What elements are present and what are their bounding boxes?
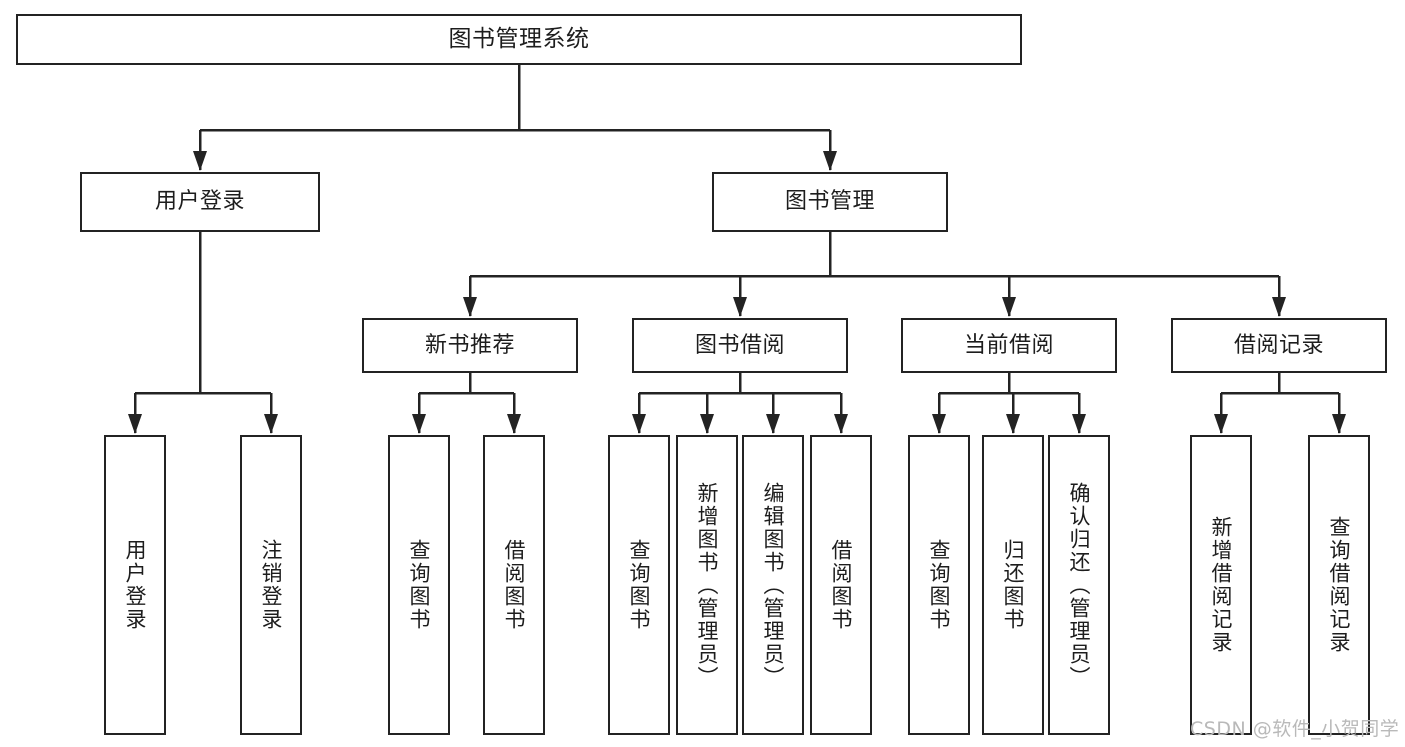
node-label: 新增借阅记录 (1209, 516, 1234, 654)
node-label: 归还图书 (1001, 539, 1026, 631)
node-leaf_add_record[interactable]: 新增借阅记录 (1190, 435, 1252, 735)
node-label: 查询图书 (927, 539, 952, 631)
node-label: 查询借阅记录 (1327, 516, 1352, 654)
node-label: 图书管理 (784, 189, 875, 215)
node-label: 编辑图书（管理员） (761, 481, 786, 689)
node-label: 确认归还（管理员） (1067, 481, 1092, 689)
node-leaf_add_book[interactable]: 新增图书（管理员） (676, 435, 738, 735)
node-leaf_query_book_1[interactable]: 查询图书 (388, 435, 450, 735)
node-user_login[interactable]: 用户登录 (80, 172, 320, 232)
node-label: 借阅图书 (829, 539, 854, 631)
node-label: 用户登录 (123, 539, 148, 631)
node-leaf_edit_book[interactable]: 编辑图书（管理员） (742, 435, 804, 735)
node-label: 图书管理系统 (448, 25, 590, 52)
node-leaf_confirm_ret[interactable]: 确认归还（管理员） (1048, 435, 1110, 735)
node-book_borrow[interactable]: 图书借阅 (632, 318, 848, 373)
node-label: 查询图书 (627, 539, 652, 631)
node-label: 新书推荐 (424, 332, 515, 358)
node-label: 图书借阅 (694, 332, 785, 358)
node-leaf_query_book_2[interactable]: 查询图书 (608, 435, 670, 735)
node-leaf_query_book_3[interactable]: 查询图书 (908, 435, 970, 735)
node-leaf_borrow_book_1[interactable]: 借阅图书 (483, 435, 545, 735)
node-label: 借阅图书 (502, 539, 527, 631)
node-label: 新增图书（管理员） (695, 481, 720, 689)
node-leaf_query_record[interactable]: 查询借阅记录 (1308, 435, 1370, 735)
node-borrow_record[interactable]: 借阅记录 (1171, 318, 1387, 373)
node-leaf_return_book[interactable]: 归还图书 (982, 435, 1044, 735)
node-label: 查询图书 (407, 539, 432, 631)
node-label: 用户登录 (154, 189, 245, 215)
node-root[interactable]: 图书管理系统 (16, 14, 1022, 65)
node-leaf_borrow_book_2[interactable]: 借阅图书 (810, 435, 872, 735)
node-label: 借阅记录 (1233, 332, 1324, 358)
node-new_book_rec[interactable]: 新书推荐 (362, 318, 578, 373)
node-label: 注销登录 (259, 539, 284, 631)
node-leaf_user_logout[interactable]: 注销登录 (240, 435, 302, 735)
node-leaf_user_login[interactable]: 用户登录 (104, 435, 166, 735)
node-current_borrow[interactable]: 当前借阅 (901, 318, 1117, 373)
node-label: 当前借阅 (963, 332, 1054, 358)
watermark-text: CSDN @软件_小贺同学 (1190, 718, 1400, 740)
node-book_manage[interactable]: 图书管理 (712, 172, 948, 232)
